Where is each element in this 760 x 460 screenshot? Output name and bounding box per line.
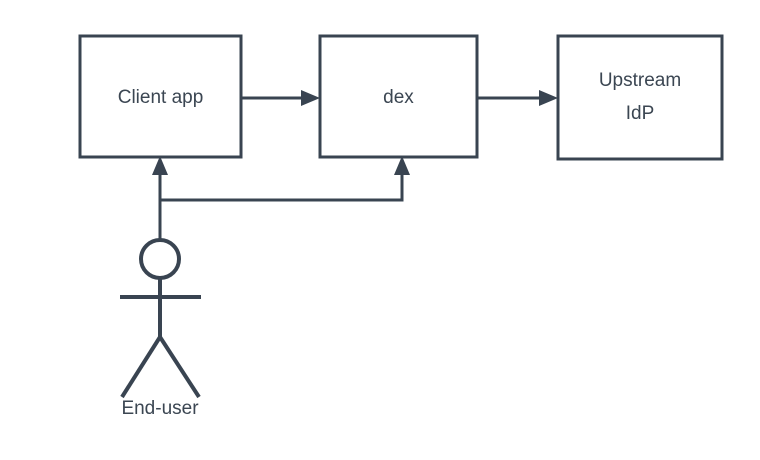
node-upstream-idp-label-line2: IdP <box>626 103 655 124</box>
edge-end-user-to-dex-line <box>160 168 404 202</box>
edge-end-user-to-client-app-arrowhead <box>152 156 168 175</box>
actor-end-user[interactable]: End-user <box>120 238 201 419</box>
node-dex-label: dex <box>383 87 414 108</box>
edge-end-user-to-client-app <box>152 156 168 240</box>
edge-client-app-to-dex <box>241 90 320 106</box>
node-client-app-box[interactable] <box>78 34 243 159</box>
node-client-app[interactable]: Client app <box>78 34 243 159</box>
edge-end-user-to-dex-arrowhead <box>394 156 410 175</box>
node-upstream-idp-box[interactable] <box>556 34 724 161</box>
edge-dex-to-upstream-idp-arrowhead <box>539 90 558 106</box>
node-upstream-idp[interactable]: Upstream IdP <box>556 34 724 161</box>
node-upstream-idp-label-line1: Upstream <box>599 70 681 91</box>
node-client-app-label: Client app <box>118 87 204 108</box>
edge-dex-to-upstream-idp <box>477 90 558 106</box>
actor-end-user-head <box>139 238 181 280</box>
actor-end-user-label: End-user <box>121 398 199 419</box>
actor-end-user-leg-left <box>120 335 162 399</box>
edge-client-app-to-dex-arrowhead <box>301 90 320 106</box>
actor-end-user-leg-right <box>158 335 201 399</box>
edge-end-user-to-dex <box>160 156 410 202</box>
node-dex-box[interactable] <box>318 34 479 159</box>
node-dex[interactable]: dex <box>318 34 479 159</box>
